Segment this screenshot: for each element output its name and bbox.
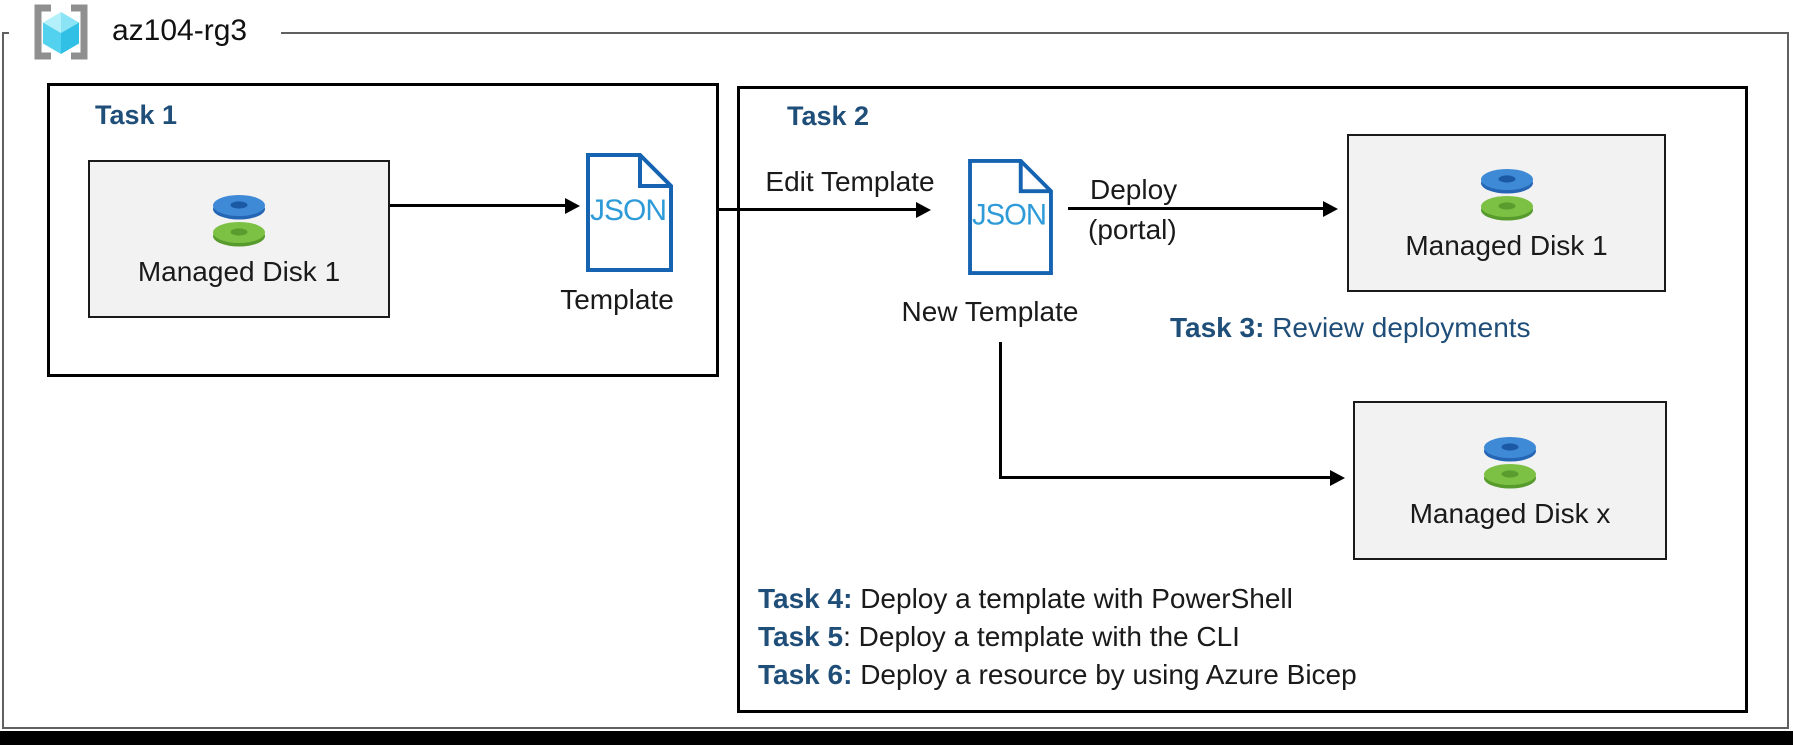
managed-disk-1-box: Managed Disk 1	[88, 160, 390, 318]
task-list: Task 4: Deploy a template with PowerShel…	[758, 580, 1357, 694]
json-file-text: JSON	[972, 199, 1046, 231]
template-caption: Template	[560, 284, 674, 315]
arrow-new-template-right	[999, 476, 1331, 479]
task6-text: Deploy a resource by using Azure Bicep	[852, 659, 1357, 690]
arrowhead-icon	[1330, 470, 1345, 486]
task3-caption: Task 3: Review deployments	[1170, 312, 1531, 344]
task5-text: : Deploy a template with the CLI	[843, 621, 1240, 652]
resource-group-icon	[34, 4, 88, 60]
task6-label: Task 6:	[758, 659, 853, 690]
task2-title: Task 2	[787, 101, 870, 131]
arrow-edit-template	[719, 208, 917, 211]
json-file-icon: JSON	[586, 153, 673, 272]
managed-disk-icon	[213, 195, 265, 247]
managed-disk-1-label: Managed Disk 1	[137, 256, 341, 287]
arrow-disk-to-template	[390, 204, 566, 207]
task6-line: Task 6: Deploy a resource by using Azure…	[758, 656, 1357, 694]
arrowhead-icon	[916, 202, 931, 218]
managed-disk-icon	[1480, 169, 1533, 221]
task4-label: Task 4:	[758, 583, 853, 614]
task3-label: Task 3:	[1170, 312, 1265, 343]
json-file-text: JSON	[590, 194, 666, 227]
task4-text: Deploy a template with PowerShell	[852, 583, 1293, 614]
deploy-label: Deploy	[1090, 174, 1178, 205]
managed-disk-1-deployed-label: Managed Disk 1	[1405, 230, 1608, 261]
resource-group-name: az104-rg3	[112, 14, 248, 47]
bottom-edge-bar	[0, 731, 1793, 745]
task5-line: Task 5: Deploy a template with the CLI	[758, 618, 1357, 656]
resource-group-frame	[2, 32, 1789, 729]
arrowhead-icon	[565, 198, 580, 214]
deploy-portal-label: (portal)	[1088, 214, 1177, 245]
managed-disk-x-box: Managed Disk x	[1353, 401, 1667, 560]
task4-line: Task 4: Deploy a template with PowerShel…	[758, 580, 1357, 618]
managed-disk-icon	[1484, 436, 1536, 488]
task1-title: Task 1	[95, 100, 178, 130]
managed-disk-1-deployed-box: Managed Disk 1	[1347, 134, 1666, 292]
new-template-caption: New Template	[901, 296, 1079, 327]
arrow-new-template-down	[999, 342, 1002, 479]
task5-label: Task 5	[758, 621, 844, 652]
arrow-deploy-portal	[1068, 207, 1324, 210]
managed-disk-x-label: Managed Disk x	[1409, 497, 1611, 529]
task3-text: Review deployments	[1264, 312, 1531, 343]
json-file-icon: JSON	[968, 158, 1053, 276]
arrowhead-icon	[1323, 201, 1338, 217]
edit-template-label: Edit Template	[765, 166, 935, 197]
